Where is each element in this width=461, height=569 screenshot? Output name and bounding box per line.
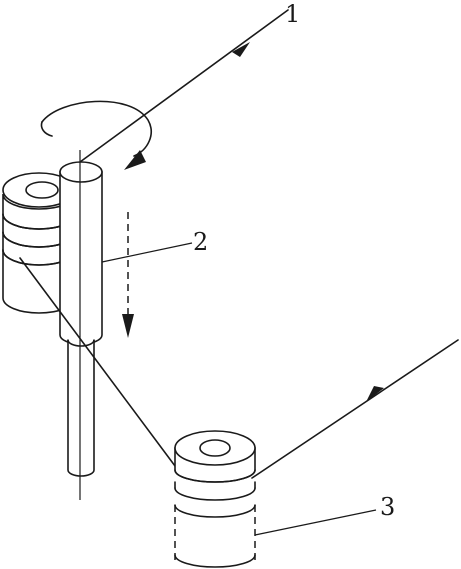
incoming-wire: [79, 9, 289, 163]
feed-arrow-head-icon: [122, 314, 134, 338]
supply-bobbin: [174, 430, 256, 568]
leader-line-3: [254, 509, 377, 536]
mandrel-rod: [59, 161, 103, 345]
feed-direction-arrow: [122, 212, 134, 338]
leader-line-2: [101, 242, 193, 263]
outgoing-wire: [251, 339, 459, 479]
callout-label-3: 3: [380, 493, 395, 521]
rotation-arrow: [40, 100, 152, 170]
callout-label-1: 1: [285, 0, 300, 28]
incoming-wire-arrow-icon: [232, 42, 250, 57]
lower-shaft: [67, 339, 95, 477]
transfer-wire: [19, 257, 179, 471]
rotation-arrow-head-icon: [124, 150, 146, 170]
outgoing-wire-arrow-icon: [366, 386, 384, 402]
callout-label-2: 2: [193, 228, 208, 256]
